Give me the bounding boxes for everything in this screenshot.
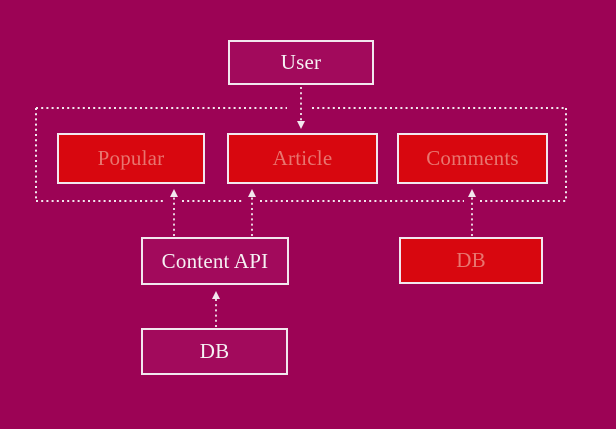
edge-db-contentapi xyxy=(212,291,220,327)
node-comments-label: Comments xyxy=(426,146,519,170)
frontend-group-border xyxy=(35,107,567,202)
node-content-api: Content API xyxy=(141,237,289,285)
node-db-content: DB xyxy=(141,328,288,375)
node-db-comments: DB xyxy=(399,237,543,284)
node-popular: Popular xyxy=(57,133,205,184)
node-article: Article xyxy=(227,133,378,184)
node-comments: Comments xyxy=(397,133,548,184)
node-db-comments-label: DB xyxy=(456,248,486,272)
edge-contentapi-article xyxy=(248,189,256,236)
node-content-api-label: Content API xyxy=(161,248,269,273)
edge-contentapi-popular xyxy=(170,189,178,236)
node-article-label: Article xyxy=(272,146,333,170)
node-user-label: User xyxy=(280,50,322,74)
node-popular-label: Popular xyxy=(97,146,165,170)
edge-db-comments xyxy=(468,189,476,236)
edge-user-article xyxy=(297,87,305,129)
node-user: User xyxy=(228,40,374,85)
node-db-content-label: DB xyxy=(199,339,230,363)
